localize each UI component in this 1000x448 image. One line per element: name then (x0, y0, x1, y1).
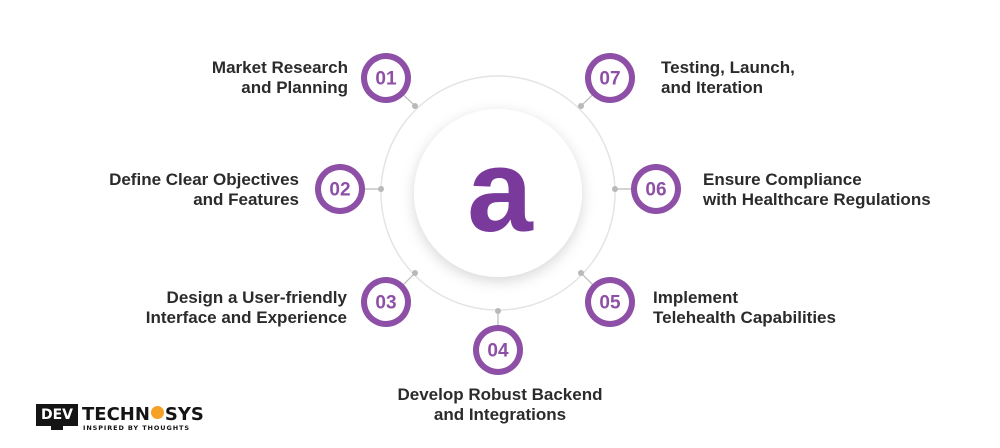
step-title-line: and Features (193, 190, 299, 209)
step-title-line: Implement (653, 288, 739, 307)
step-title-line: Market Research (211, 58, 348, 77)
step-badges: 01 02 03 04 05 06 07 (315, 53, 681, 375)
connector-dot (412, 270, 418, 276)
logo-tagline: INSPIRED BY THOUGHTS (83, 424, 190, 432)
center-disc (414, 109, 582, 277)
connector-dot (578, 103, 584, 109)
step-title-02: Define Clear Objectives and Features (109, 170, 299, 210)
step-title-line: with Healthcare Regulations (703, 190, 931, 209)
logo-wordmark-right: SYS (164, 404, 204, 425)
connector-dot (495, 308, 501, 314)
step-title-line: Ensure Compliance (703, 170, 862, 189)
step-badge-inner (637, 170, 675, 208)
center-logo-letter: a (467, 125, 534, 257)
step-title-07: Testing, Launch, and Iteration (661, 58, 795, 98)
connector-dot (612, 186, 618, 192)
connector-dot (412, 103, 418, 109)
step-badge-number: 02 (329, 180, 350, 201)
step-title-06: Ensure Compliance with Healthcare Regula… (703, 170, 931, 210)
step-title-04: Develop Robust Backend and Integrations (380, 385, 620, 425)
step-title-line: Develop Robust Backend (397, 385, 603, 404)
connector-dot (578, 270, 584, 276)
logo-monitor-stand (51, 426, 63, 430)
step-badge-inner (367, 283, 405, 321)
logo-wordmark-left: TECHN (82, 404, 150, 425)
step-title-line: Define Clear Objectives (109, 170, 299, 189)
step-title-03: Design a User-friendly Interface and Exp… (146, 288, 347, 328)
step-badge-inner (321, 170, 359, 208)
step-title-05: Implement Telehealth Capabilities (653, 288, 836, 328)
step-badge-inner (479, 331, 517, 369)
step-badge-number: 01 (375, 69, 397, 90)
step-title-line: Testing, Launch, (661, 58, 795, 77)
step-badge-inner (367, 59, 405, 97)
logo-wordmark: TECHN SYS (82, 404, 204, 426)
step-badge-number: 06 (645, 180, 666, 201)
step-title-line: Interface and Experience (145, 308, 347, 327)
step-badge-number: 03 (375, 293, 396, 314)
step-title-line: and Integrations (433, 405, 567, 424)
step-badge-number: 05 (599, 293, 621, 314)
step-title-01: Market Research and Planning (212, 58, 348, 98)
step-title-line: Design a User-friendly (166, 288, 347, 307)
logo-o-dot-icon (150, 406, 164, 419)
step-badge-number: 07 (599, 69, 620, 90)
step-badge-number: 04 (487, 341, 509, 362)
step-badge-inner (591, 283, 629, 321)
logo-dev-monitor: DEV (36, 404, 78, 426)
devtechnosys-logo: DEV TECHN SYS INSPIRED BY THOUGHTS (36, 404, 206, 434)
connector-dot (378, 186, 384, 192)
step-title-line: and Iteration (661, 78, 764, 97)
step-title-line: and Planning (241, 78, 348, 97)
step-badge-inner (591, 59, 629, 97)
step-title-line: Telehealth Capabilities (653, 308, 836, 327)
